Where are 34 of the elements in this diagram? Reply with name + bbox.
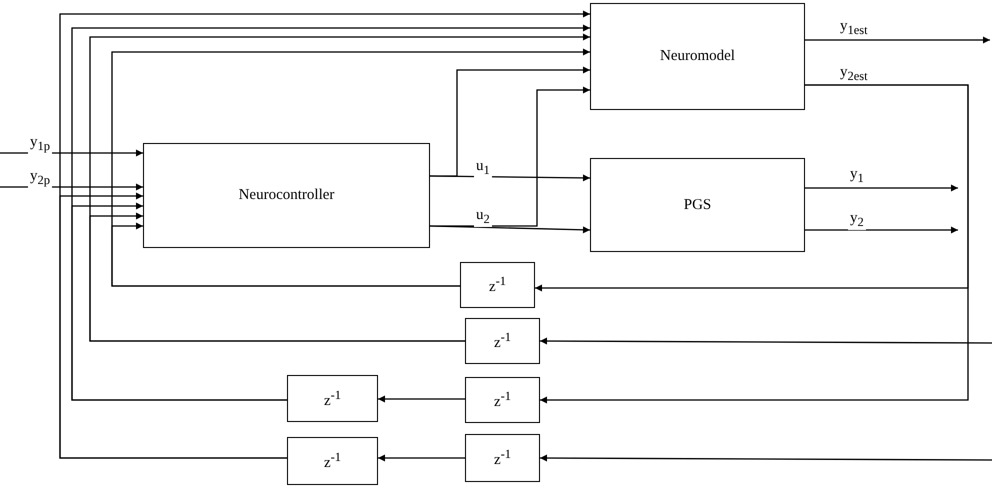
arrow: [71, 24, 590, 401]
block-label: z$^{-1}$: [494, 330, 512, 352]
delay-block: [465, 318, 540, 364]
delay-block: [287, 375, 378, 422]
delay-block: [465, 377, 540, 423]
arrow: [0, 150, 143, 156]
block-label: PGS: [684, 196, 712, 214]
block-label: z$^{-1}$: [494, 389, 512, 411]
arrow: [89, 34, 590, 342]
arrow: [540, 84, 969, 404]
block-label: z$^{-1}$: [324, 450, 342, 472]
arrow: [540, 454, 992, 462]
arrow: [59, 10, 590, 459]
process-block: [590, 158, 805, 252]
arrow: [378, 396, 465, 402]
delay-block: [287, 437, 378, 485]
block-label: Neurocontroller: [238, 187, 334, 204]
arrow: [0, 184, 143, 190]
arrow: [805, 226, 958, 234]
process-block: [143, 143, 430, 248]
block-label: z$^{-1}$: [324, 388, 342, 410]
delay-block: [460, 262, 535, 308]
block-label: z$^{-1}$: [488, 274, 506, 296]
arrow: [805, 184, 958, 192]
delay-block: [465, 434, 540, 482]
arrow: [430, 86, 590, 227]
arrow: [378, 454, 465, 462]
block-label: z$^{-1}$: [494, 447, 512, 469]
arrow: [805, 36, 990, 44]
block-label: Neuromodel: [660, 48, 735, 65]
arrow: [540, 338, 992, 345]
arrow: [111, 48, 590, 287]
process-block: [590, 3, 805, 110]
arrow: [430, 66, 590, 177]
